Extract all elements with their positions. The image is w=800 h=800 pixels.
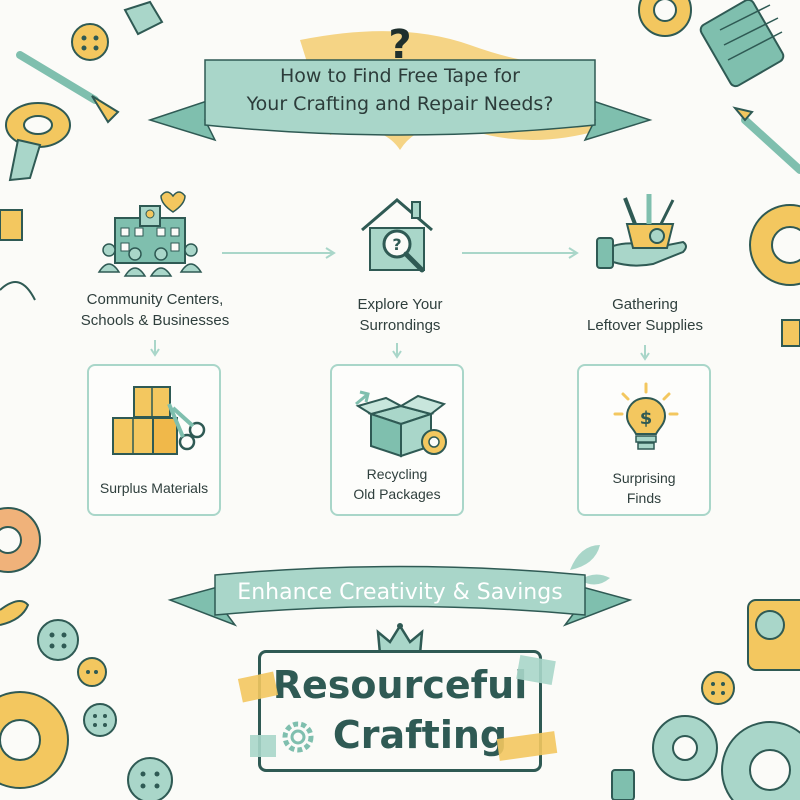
hand-supplies-icon (596, 194, 687, 269)
sewing-button-icon (83, 703, 117, 737)
card-3-label: Surprising Finds (579, 468, 709, 508)
step-1-line-1: Community Centers, (86, 291, 224, 308)
tape-strip-icon (0, 209, 23, 241)
step-1-label: Community Centers, Schools & Businesses (55, 289, 255, 331)
resourceful-crafting-badge: Resourceful Crafting (258, 650, 542, 772)
glue-stick-icon (611, 769, 635, 800)
title-ribbon: ? (147, 22, 653, 150)
badge-line-2: Crafting (332, 713, 508, 757)
card-surprising-finds: $ Surprising Finds (577, 364, 711, 516)
polka-tape-roll-icon (0, 507, 41, 573)
paint-brush-icon (16, 51, 120, 124)
tape-roll-icon (721, 721, 800, 800)
step-2-line-1: Explore Your (357, 296, 443, 313)
open-box-tape-icon (355, 390, 447, 458)
sewing-button-icon (37, 619, 79, 661)
card-1-line-1: Surplus Materials (99, 480, 209, 496)
needle-icon (0, 600, 30, 626)
question-mark-icon: ? (388, 22, 411, 68)
title-line-2: Your Crafting and Repair Needs? (246, 93, 554, 115)
tape-roll-icon (652, 715, 718, 781)
card-1-label: Surplus Materials (89, 478, 219, 498)
boxes-scissors-icon (112, 386, 206, 455)
card-3-line-1: Surprising (612, 470, 676, 486)
card-surplus-materials: Surplus Materials (87, 364, 221, 516)
sewing-button-icon (701, 671, 735, 705)
card-2-line-1: Recycling (366, 466, 428, 482)
gear-icon (282, 721, 314, 753)
small-box-icon (123, 0, 164, 36)
paint-brush-icon (732, 106, 800, 174)
flow-arrows (150, 247, 650, 361)
tagline-ribbon (167, 565, 633, 627)
page-title: How to Find Free Tape for Your Crafting … (200, 62, 600, 118)
tape-roll-icon (749, 204, 800, 286)
tape-roll-icon (0, 691, 69, 789)
step-2-line-2: Surrondings (359, 317, 441, 334)
step-3-line-1: Gathering (612, 296, 678, 313)
tape-roll-icon (5, 102, 71, 182)
washi-tape-icon (237, 671, 279, 703)
thread-spool-icon (699, 0, 785, 88)
house-search-icon: ? (361, 198, 433, 273)
community-buildings-icon (97, 191, 203, 277)
washi-tape-icon (250, 735, 276, 757)
tape-dispenser-icon (747, 599, 800, 671)
title-line-1: How to Find Free Tape for (280, 65, 520, 87)
step-3-line-2: Leftover Supplies (587, 317, 703, 334)
step-2-label: Explore Your Surrondings (300, 294, 500, 336)
lightbulb-dollar-icon: $ (613, 382, 679, 450)
tape-roll-icon (638, 0, 692, 37)
sewing-button-icon (77, 657, 107, 687)
step-1-line-2: Schools & Businesses (80, 312, 230, 329)
step-3-label: Gathering Leftover Supplies (545, 294, 745, 336)
leaf-sprig-icon (570, 545, 610, 585)
badge-line-1: Resourceful (272, 663, 528, 707)
tagline: Enhance Creativity & Savings (237, 580, 563, 605)
card-recycling-old-packages: Recycling Old Packages (330, 364, 464, 516)
card-2-line-2: Old Packages (353, 486, 441, 502)
tape-strip-icon (781, 319, 800, 347)
svg-text:$: $ (640, 408, 653, 429)
washi-tape-icon (516, 655, 556, 685)
thread-icon (0, 281, 36, 301)
svg-text:?: ? (392, 235, 401, 254)
card-2-label: Recycling Old Packages (332, 464, 462, 504)
washi-tape-icon (496, 731, 558, 761)
sewing-button-icon (127, 757, 173, 800)
card-3-line-2: Finds (626, 490, 662, 506)
sewing-button-icon (71, 23, 109, 61)
